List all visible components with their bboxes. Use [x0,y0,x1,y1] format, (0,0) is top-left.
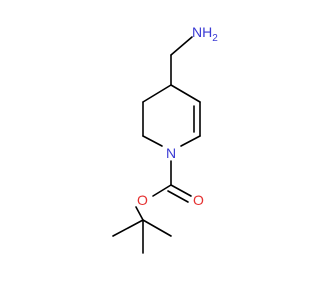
ring-nitrogen-label: N [166,145,176,161]
atom-labels: NH2 N O O [137,24,218,208]
bond-quaternary-methyl-right [142,219,172,237]
bond-carbonyl-o-double-b [167,190,189,203]
bond-c4-c5 [170,84,201,103]
ester-oxygen-label: O [137,192,148,208]
structure-diagram: NH2 N O O [112,24,218,254]
amine-label-subscript: 2 [212,33,218,44]
bond-c6-n [180,135,201,147]
carbonyl-oxygen-label: O [193,192,204,208]
amine-label-main: NH [192,24,212,40]
bond-c4-c3 [142,84,172,103]
bond-n-c2 [142,135,163,147]
amine-label: NH2 [192,24,218,44]
bond-carbonyl-o-double-a [170,184,192,197]
bonds [112,36,201,254]
bond-carbonyl-o-ester [152,184,172,197]
bond-nh2-ch2 [170,36,193,56]
bond-quaternary-methyl-left [112,219,144,237]
bond-o-quaternary [135,206,144,221]
